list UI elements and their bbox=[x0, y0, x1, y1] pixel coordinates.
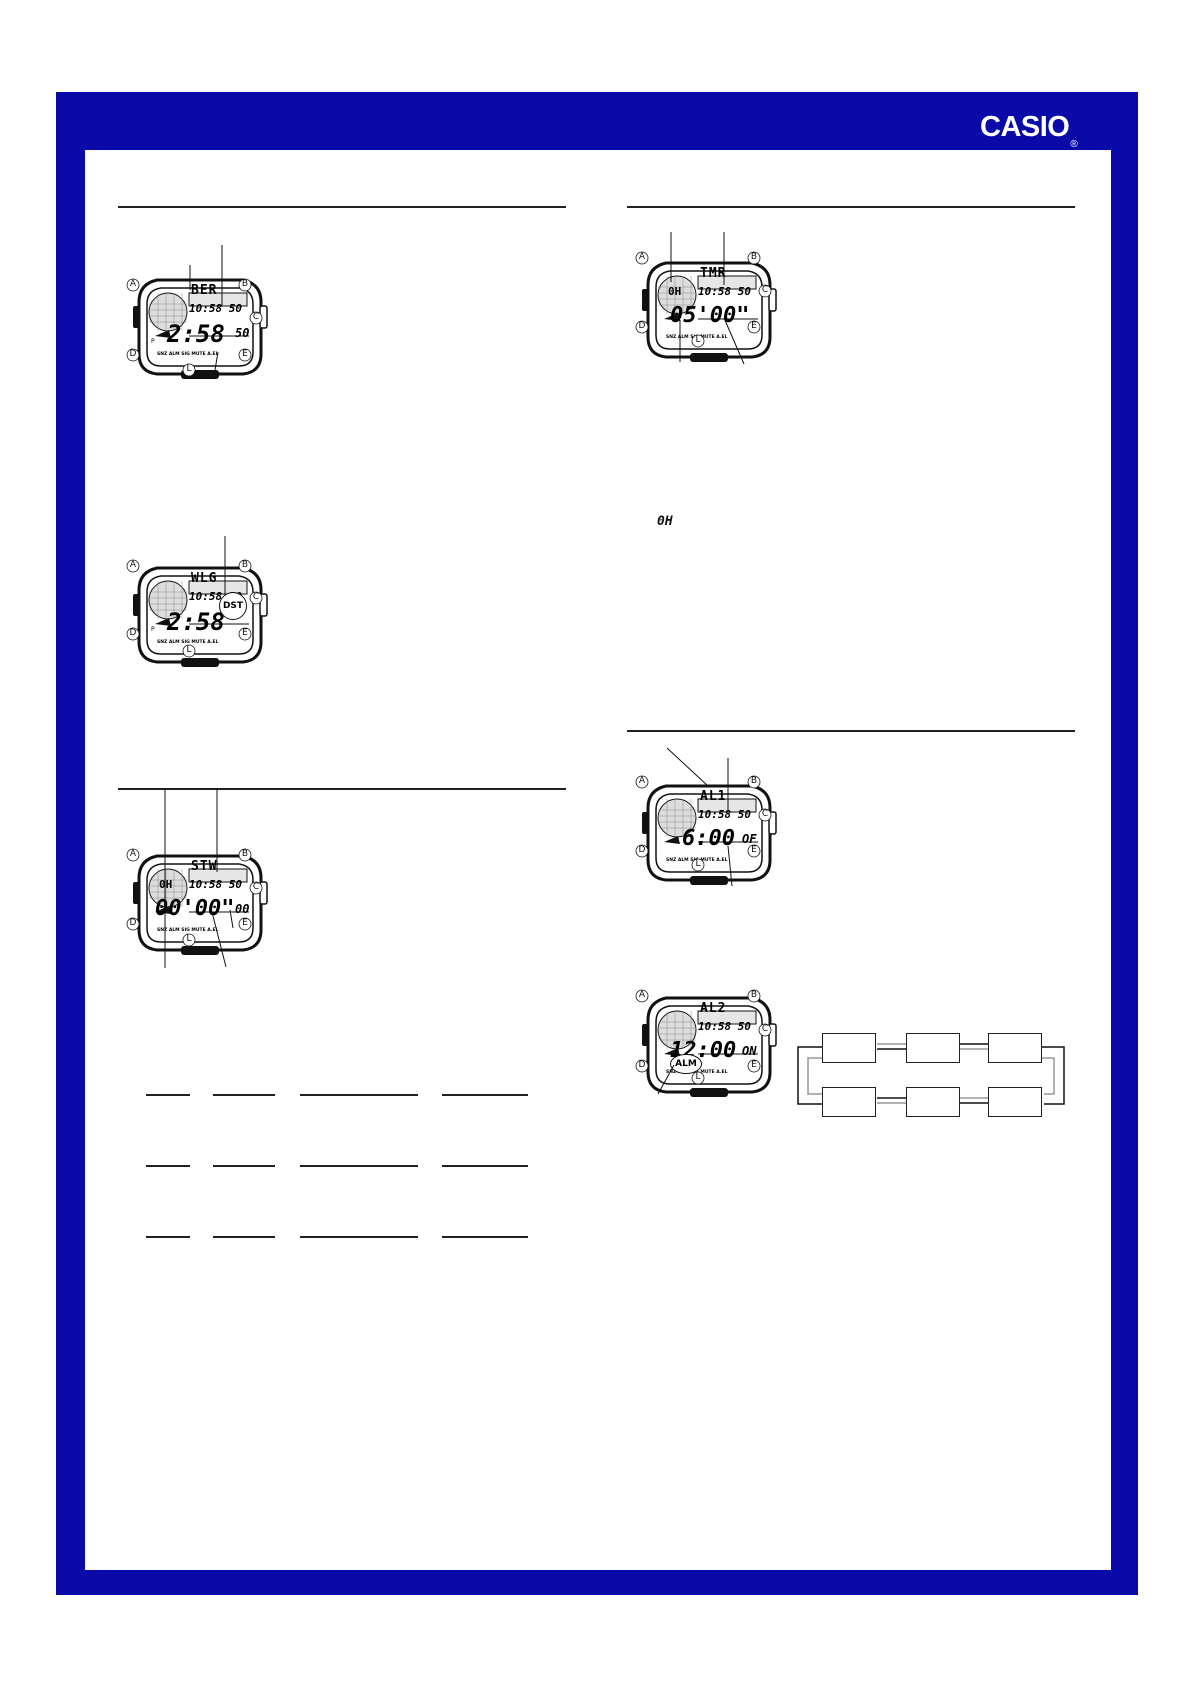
button-label-e: E bbox=[751, 845, 757, 855]
section-rule-world-time bbox=[118, 206, 566, 208]
main-time: 00'00" bbox=[155, 896, 235, 921]
button-label-l: L bbox=[695, 1072, 701, 1082]
button-label-l: L bbox=[186, 645, 192, 655]
button-label-b: B bbox=[241, 279, 249, 289]
button-label-b: B bbox=[750, 252, 758, 262]
table-rule bbox=[442, 1236, 528, 1238]
button-label-e: E bbox=[242, 918, 248, 928]
upper-time: 10:58 50 bbox=[189, 302, 242, 315]
button-label-e: E bbox=[751, 321, 757, 331]
table-rule bbox=[300, 1165, 418, 1167]
button-label-c: C bbox=[761, 1024, 769, 1034]
button-label-d: D bbox=[638, 321, 646, 331]
watch-illustration-stopwatch: STW 10:58 50 0H 00'00" 00 SNZ ALM SIG MU… bbox=[125, 838, 275, 958]
table-rule bbox=[213, 1165, 275, 1167]
pm-mark: P bbox=[151, 338, 155, 345]
button-label-b: B bbox=[750, 990, 758, 1000]
logo-text: CASIO bbox=[980, 111, 1070, 143]
main-seconds: 00 bbox=[235, 902, 250, 916]
button-label-a: A bbox=[638, 776, 646, 786]
main-time: 05'00" bbox=[670, 303, 750, 328]
section-rule-timer bbox=[627, 206, 1075, 208]
indicator-row: SNZ ALM SIG MUTE A.EL bbox=[157, 352, 219, 357]
button-label-d: D bbox=[129, 918, 137, 928]
table-rule bbox=[146, 1094, 190, 1096]
inline-0h-symbol: 0H bbox=[657, 514, 673, 529]
flow-box bbox=[988, 1087, 1042, 1117]
watch-illustration-world-time: BER 10:58 50 2:58 50 P SNZ ALM SIG MUTE … bbox=[125, 262, 275, 382]
button-label-a: A bbox=[638, 990, 646, 1000]
upper-time: 10:58 50 bbox=[189, 878, 242, 891]
button-label-l: L bbox=[695, 859, 701, 869]
page-content-area bbox=[85, 150, 1111, 1570]
watch-illustration-timer: TMR 10:58 50 0H 05'00" SNZ ALM SIG MUTE … bbox=[634, 245, 784, 365]
main-seconds: OF bbox=[742, 832, 757, 846]
watch-illustration-world-time-dst: WLG 10:58 50 2:58 P SNZ ALM SIG MUTE A.E… bbox=[125, 550, 275, 670]
pm-mark: P bbox=[151, 626, 155, 633]
button-label-l: L bbox=[186, 934, 192, 944]
sub-digits: 0H bbox=[159, 878, 173, 891]
mode-code: TMR bbox=[700, 266, 727, 281]
mode-code: WLG bbox=[191, 571, 218, 586]
button-label-d: D bbox=[638, 845, 646, 855]
upper-time: 10:58 50 bbox=[698, 285, 751, 298]
registered-mark: ® bbox=[1070, 139, 1078, 150]
button-label-a: A bbox=[129, 560, 137, 570]
main-seconds: ON bbox=[742, 1044, 757, 1058]
button-label-b: B bbox=[241, 560, 249, 570]
table-rule bbox=[213, 1236, 275, 1238]
main-seconds: 50 bbox=[235, 326, 250, 340]
button-label-c: C bbox=[252, 592, 260, 602]
button-label-d: D bbox=[129, 628, 137, 638]
mode-code: STW bbox=[191, 859, 218, 874]
button-label-e: E bbox=[751, 1060, 757, 1070]
dst-badge: DST bbox=[219, 592, 247, 620]
button-label-e: E bbox=[242, 349, 248, 359]
button-label-c: C bbox=[252, 312, 260, 322]
table-rule bbox=[213, 1094, 275, 1096]
table-rule bbox=[300, 1094, 418, 1096]
main-time: 6:00 bbox=[682, 826, 735, 851]
table-rule bbox=[146, 1165, 190, 1167]
main-time: 2:58 bbox=[167, 608, 225, 636]
button-label-c: C bbox=[761, 809, 769, 819]
section-rule-alarm bbox=[627, 730, 1075, 732]
mode-code: AL1 bbox=[700, 789, 727, 804]
button-label-a: A bbox=[129, 849, 137, 859]
upper-time: 10:58 50 bbox=[698, 808, 751, 821]
flow-box bbox=[906, 1033, 960, 1063]
button-label-l: L bbox=[186, 364, 192, 374]
table-rule bbox=[442, 1094, 528, 1096]
flow-box bbox=[988, 1033, 1042, 1063]
button-label-d: D bbox=[129, 349, 137, 359]
flow-box bbox=[906, 1087, 960, 1117]
alm-badge: ALM bbox=[670, 1054, 702, 1074]
section-rule-stopwatch bbox=[118, 788, 566, 790]
flow-box bbox=[822, 1087, 876, 1117]
table-rule bbox=[442, 1165, 528, 1167]
button-label-c: C bbox=[252, 882, 260, 892]
table-rule bbox=[146, 1236, 190, 1238]
casio-logo: CASIO® bbox=[980, 111, 1078, 150]
watch-illustration-alarm-2: AL2 10:58 50 12:00 ON SNZ ALM SIG MUTE A… bbox=[634, 980, 784, 1100]
mode-code: AL2 bbox=[700, 1001, 727, 1016]
indicator-row: SNZ ALM SIG MUTE A.EL bbox=[157, 640, 219, 645]
mode-code: BER bbox=[191, 283, 218, 298]
flow-box bbox=[822, 1033, 876, 1063]
main-time: 2:58 bbox=[167, 320, 225, 348]
button-label-a: A bbox=[129, 279, 137, 289]
button-label-e: E bbox=[242, 628, 248, 638]
table-rule bbox=[300, 1236, 418, 1238]
button-label-d: D bbox=[638, 1060, 646, 1070]
upper-time: 10:58 50 bbox=[698, 1020, 751, 1033]
sub-digits: 0H bbox=[668, 285, 682, 298]
button-label-l: L bbox=[695, 335, 701, 345]
button-label-b: B bbox=[750, 776, 758, 786]
button-label-a: A bbox=[638, 252, 646, 262]
indicator-row: SNZ ALM SIG MUTE A.EL bbox=[157, 928, 219, 933]
button-label-b: B bbox=[241, 849, 249, 859]
button-label-c: C bbox=[761, 285, 769, 295]
